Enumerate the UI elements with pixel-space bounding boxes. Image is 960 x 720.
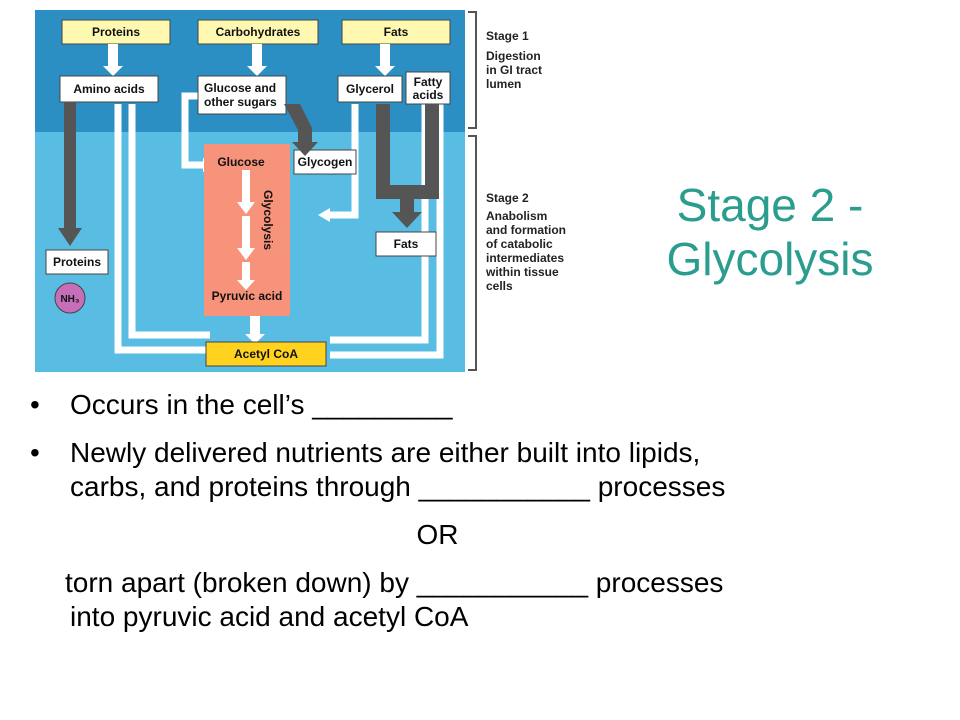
stage2-line-4: within tissue (485, 265, 559, 279)
nh3-circle (54, 282, 86, 314)
bullet-2-line-1: Newly delivered nutrients are either bui… (70, 437, 701, 468)
stage2-line-3: intermediates (486, 251, 564, 265)
stage1-line-0: Digestion (486, 49, 541, 63)
label-glucose-sugars-2: other sugars (204, 95, 277, 109)
box-amino-acids (59, 75, 159, 103)
stage2-bracket (468, 135, 477, 371)
stage2-line-0: Anabolism (486, 209, 547, 223)
title-line-1: Stage 2 - (676, 179, 864, 231)
stage2-line-1: and formation (486, 223, 566, 237)
stage1-line-2: lumen (486, 77, 521, 91)
label-fatty-2: acids (413, 88, 444, 102)
box-glycerol (337, 75, 403, 103)
white-path-glycerol (330, 104, 359, 219)
bullet-2-line-2: carbs, and proteins through ___________ … (70, 471, 726, 502)
stage1-line-1: in GI tract (486, 63, 542, 77)
nutrient-metabolism-diagram: Proteins Carbohydrates Fats Amino acids … (35, 10, 566, 372)
title-line-2: Glycolysis (666, 233, 874, 285)
box-acetyl-coa (205, 341, 327, 367)
label-fats-lower: Fats (394, 237, 419, 251)
white-path-amino-2 (128, 104, 210, 339)
label-fats: Fats (384, 25, 409, 39)
label-glycogen: Glycogen (298, 155, 353, 169)
white-path-amino (114, 104, 210, 354)
or-text: OR (416, 519, 459, 550)
label-glycolysis: Glycolysis (261, 190, 275, 250)
label-fatty-1: Fatty (414, 75, 443, 89)
bullet-1-text: Occurs in the cell’s _________ (70, 389, 453, 420)
stage2-line-2: of catabolic (486, 237, 553, 251)
bullet-item-2: • Newly delivered nutrients are either b… (30, 436, 945, 504)
box-proteins-lower (45, 249, 109, 275)
bullet-item-1: • Occurs in the cell’s _________ (30, 388, 945, 422)
bullet-dot: • (30, 437, 40, 468)
paragraph-3-line-1: torn apart (broken down) by ___________ … (65, 567, 724, 598)
label-amino-acids: Amino acids (73, 82, 145, 96)
white-path-fats-a (330, 104, 444, 359)
box-fats-lower (375, 231, 437, 257)
stage1-title: Stage 1 (486, 29, 529, 43)
label-carbohydrates: Carbohydrates (216, 25, 301, 39)
label-proteins: Proteins (92, 25, 140, 39)
dark-arrow-amino (64, 102, 76, 230)
box-carbohydrates (197, 19, 319, 45)
paragraph-3-line-2: into pyruvic acid and acetyl CoA (70, 601, 469, 632)
label-pyruvic-acid: Pyruvic acid (212, 289, 283, 303)
slide-title: Stage 2 - Glycolysis (620, 178, 920, 286)
label-glucose-sugars-1: Glucose and (204, 81, 276, 95)
dark-arrow-glycogen (284, 104, 318, 156)
stage1-bracket (468, 11, 477, 129)
label-proteins-lower: Proteins (53, 255, 101, 269)
box-glucose-sugars (197, 75, 287, 115)
label-acetyl-coa: Acetyl CoA (234, 347, 298, 361)
label-glucose: Glucose (217, 155, 265, 169)
label-glycerol: Glycerol (346, 82, 394, 96)
bullet-dot: • (30, 389, 40, 420)
bullet-list: • Occurs in the cell’s _________ • Newly… (30, 388, 945, 634)
box-fats (341, 19, 451, 45)
box-fatty-acids (405, 71, 451, 105)
white-path-sugar (181, 92, 205, 169)
white-arrow-glycerol (318, 208, 330, 222)
stage2-title: Stage 2 (486, 191, 529, 205)
dark-arrow-fats-loop (376, 104, 439, 228)
paragraph-3: torn apart (broken down) by ___________ … (30, 566, 945, 634)
label-nh3: NH₃ (60, 294, 79, 305)
stage2-line-5: cells (486, 279, 513, 293)
